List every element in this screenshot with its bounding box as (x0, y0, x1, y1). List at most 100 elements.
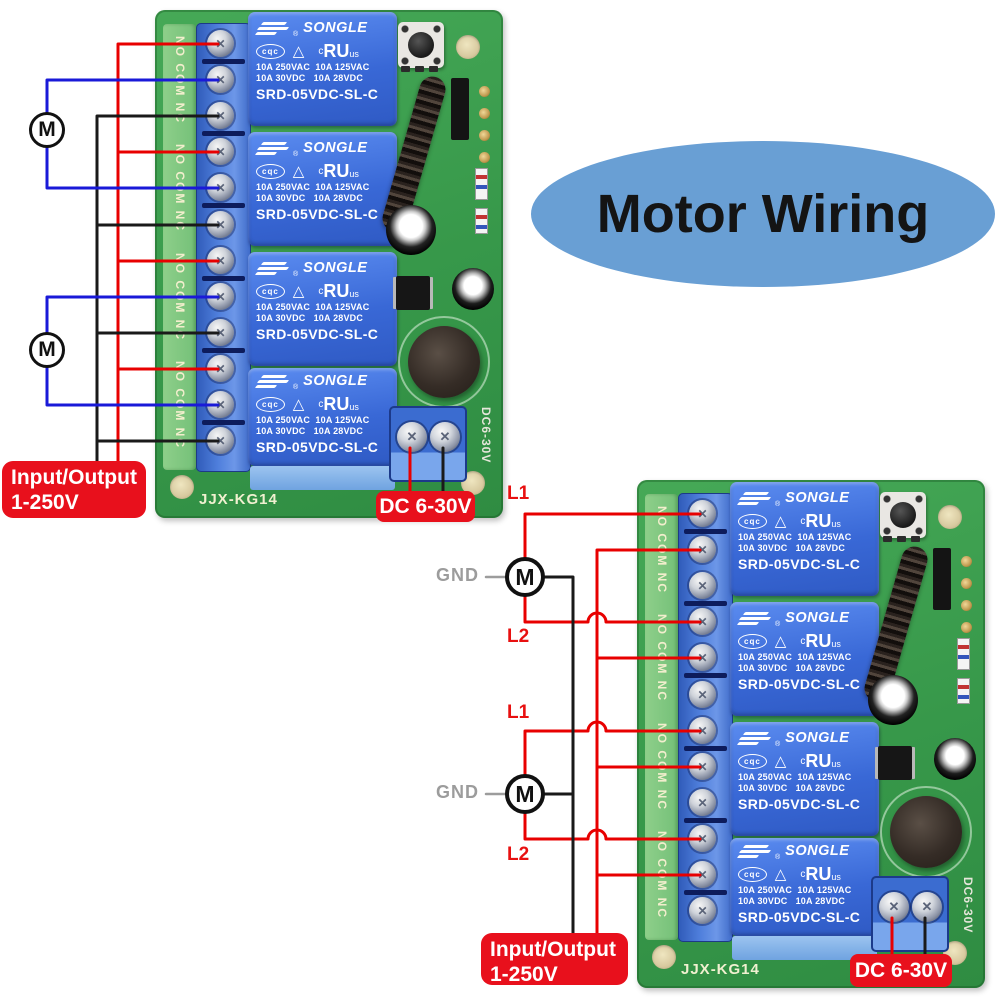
relay-rating-line: 10A 30VDC 10A 28VDC (256, 313, 364, 323)
power-screw (879, 892, 909, 922)
terminal-separator (202, 203, 245, 208)
cqc-mark-icon: cqc (256, 396, 285, 412)
terminal-screw (689, 608, 716, 635)
mounting-hole (652, 945, 676, 969)
motor-symbol: M (505, 557, 545, 597)
songle-flag-icon (254, 260, 290, 277)
relay-rating-line: 10A 250VAC 10A 125VAC (256, 302, 370, 312)
terminal-group-label: NO COM NC (173, 253, 187, 341)
resistor-component (957, 638, 970, 670)
terminal-screw (689, 897, 716, 924)
gold-pin (961, 578, 972, 589)
relay-board-top: NO COM NC NO COM NC NO COM NC NO COM NC (155, 10, 503, 518)
smd-component (415, 66, 424, 72)
terminal-screw (689, 825, 716, 852)
relay-brand: SONGLE (303, 140, 368, 156)
relay-rating-line: 10A 250VAC 10A 125VAC (738, 532, 852, 542)
relay-head: ® SONGLE (736, 608, 871, 628)
ic-component (933, 548, 951, 610)
cqc-mark-icon: cqc (738, 633, 767, 649)
dc-voltage-label: DC 6-30V (376, 491, 475, 522)
terminal-screw (207, 391, 234, 418)
smd-component (911, 536, 920, 542)
io-voltage-label: Input/Output 1-250V (2, 461, 146, 518)
songle-flag-icon (254, 373, 290, 390)
relay-model: SRD-05VDC-SL-C (256, 206, 379, 222)
songle-flag-icon (254, 140, 290, 157)
relay-brand: SONGLE (785, 730, 850, 746)
relay-brand: SONGLE (785, 843, 850, 859)
title-ellipse: Motor Wiring (531, 141, 995, 287)
motor-label: M (515, 780, 535, 807)
terminal-separator (202, 59, 245, 64)
triangle-mark-icon: △ (774, 633, 787, 650)
terminal-screw (689, 861, 716, 888)
ic-chip (878, 746, 912, 780)
resistor-component (475, 208, 488, 234)
smd-component (883, 536, 892, 542)
terminal-group-label: NO COM NC (655, 506, 669, 594)
mounting-hole (938, 505, 962, 529)
gnd-label: GND (436, 782, 479, 802)
gold-pin (961, 556, 972, 567)
l2-label: L2 (507, 626, 530, 647)
relay-brand: SONGLE (303, 260, 368, 276)
relay-rating-line: 10A 250VAC 10A 125VAC (738, 772, 852, 782)
relay-model: SRD-05VDC-SL-C (738, 676, 861, 692)
dc-range-silkscreen: DC6-30V (961, 877, 975, 934)
relay-head: ® SONGLE (736, 841, 871, 861)
triangle-mark-icon: △ (292, 43, 305, 60)
relay-rating-line: 10A 30VDC 10A 28VDC (256, 426, 364, 436)
relay-head: ® SONGLE (736, 728, 871, 748)
power-screw (430, 422, 460, 452)
motor-symbol: M (29, 112, 65, 148)
mounting-hole (170, 475, 194, 499)
cqc-mark-icon: cqc (256, 43, 285, 59)
relay-head: ® SONGLE (254, 258, 389, 278)
terminal-screw (207, 283, 234, 310)
board-model-silkscreen: JJX-KG14 (681, 961, 760, 978)
relay-model: SRD-05VDC-SL-C (256, 86, 379, 102)
large-capacitor (408, 326, 480, 398)
relay-model: SRD-05VDC-SL-C (256, 439, 379, 455)
terminal-screw (689, 789, 716, 816)
power-screw (397, 422, 427, 452)
power-terminal-block (871, 876, 949, 952)
relay-model: SRD-05VDC-SL-C (256, 326, 379, 342)
relay-rating-line: 10A 30VDC 10A 28VDC (738, 896, 846, 906)
power-terminal-block (389, 406, 467, 482)
registered-mark: ® (293, 271, 299, 278)
terminal-screw (689, 717, 716, 744)
relay-brand: SONGLE (303, 20, 368, 36)
gold-pin (961, 622, 972, 633)
io-line1: Input/Output (11, 466, 137, 489)
terminal-screw (689, 500, 716, 527)
terminal-screw (207, 319, 234, 346)
large-capacitor (890, 796, 962, 868)
io-voltage-label: Input/Output 1-250V (481, 933, 628, 986)
dc-range-silkscreen: DC6-30V (479, 407, 493, 464)
terminal-screw (689, 572, 716, 599)
terminal-separator (202, 276, 245, 281)
relay-head: ® SONGLE (736, 488, 871, 508)
triangle-mark-icon: △ (774, 866, 787, 883)
relay-head: ® SONGLE (254, 371, 389, 391)
triangle-mark-icon: △ (292, 283, 305, 300)
relay-rating-line: 10A 30VDC 10A 28VDC (738, 783, 846, 793)
terminal-group-label: NO COM NC (173, 36, 187, 124)
triangle-mark-icon: △ (292, 396, 305, 413)
triangle-mark-icon: △ (774, 513, 787, 530)
relay-model: SRD-05VDC-SL-C (738, 796, 861, 812)
dc-voltage-label: DC 6-30V (850, 954, 952, 987)
resistor-component (957, 678, 970, 704)
